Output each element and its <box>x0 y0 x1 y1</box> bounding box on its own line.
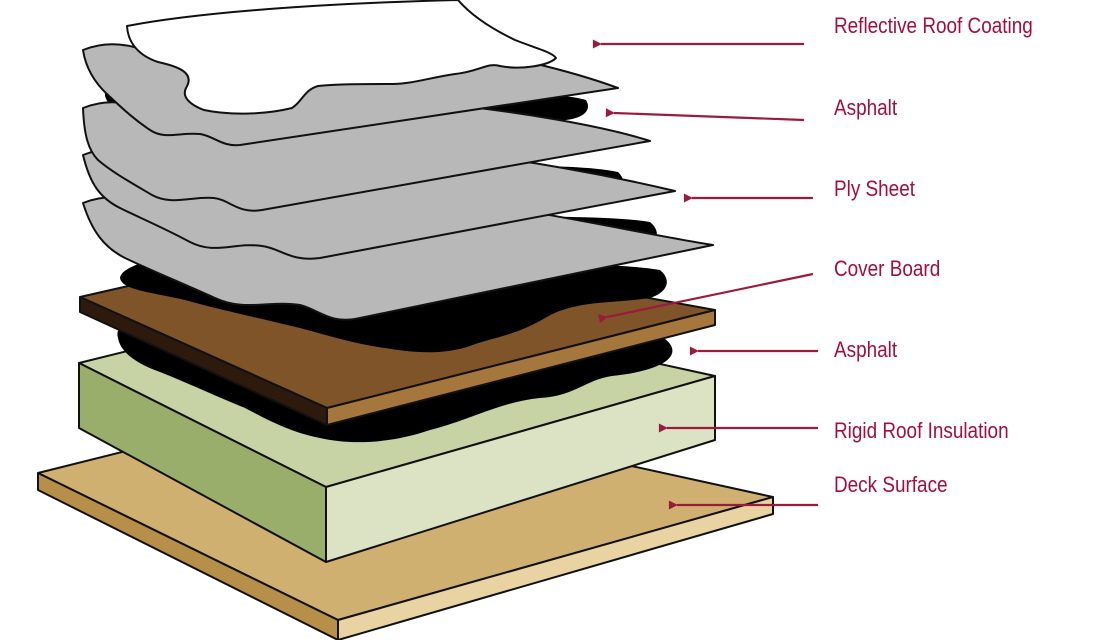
leader-line-asphalt-upper <box>605 108 805 122</box>
label-asphalt-upper: Asphalt <box>834 95 898 120</box>
label-cover-board: Cover Board <box>834 256 941 281</box>
label-asphalt-lower: Asphalt <box>834 337 898 362</box>
label-ply-sheet: Ply Sheet <box>834 176 915 201</box>
label-rigid-roof-insulation: Rigid Roof Insulation <box>834 418 1009 443</box>
leader-lines <box>592 39 818 510</box>
label-deck-surface: Deck Surface <box>834 472 948 497</box>
leader-line-cover-board <box>598 272 814 324</box>
reflective-roof-coating-layer <box>126 0 557 115</box>
label-reflective-roof-coating: Reflective Roof Coating <box>834 13 1033 38</box>
